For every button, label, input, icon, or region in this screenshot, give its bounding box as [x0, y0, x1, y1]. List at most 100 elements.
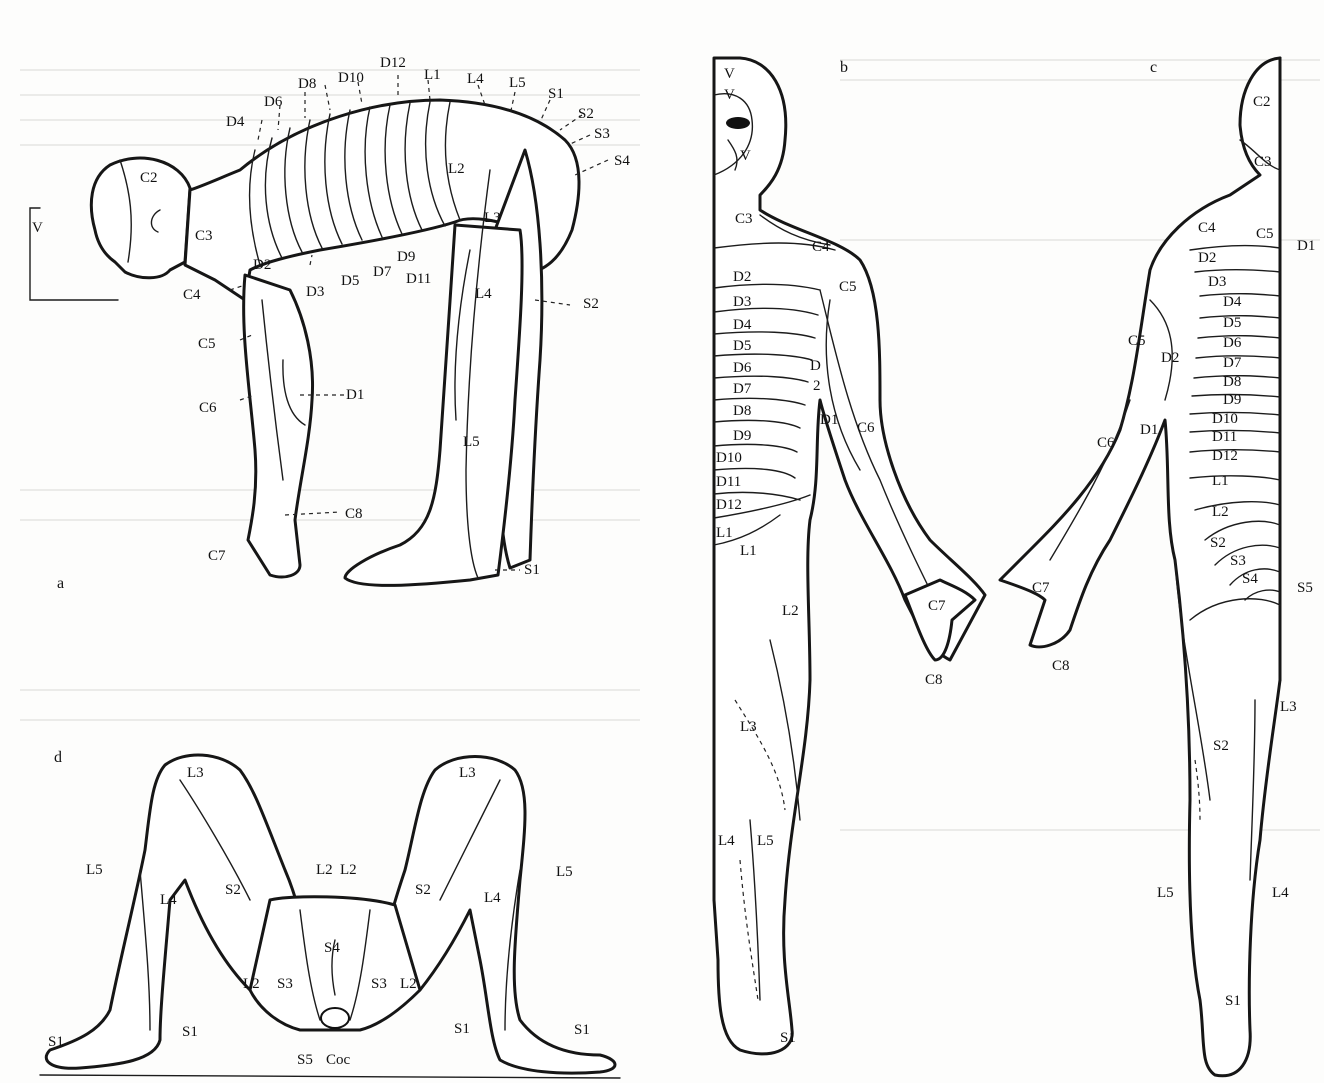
label-c-c4: C4	[1198, 220, 1216, 236]
label-b-c4: C4	[812, 239, 830, 255]
label-c-c2: C2	[1253, 94, 1271, 110]
label-b-l2: L2	[782, 603, 799, 619]
panel-letter-c: c	[1150, 59, 1157, 76]
label-d-l2-left: L2	[316, 862, 333, 878]
label-a-l4-top: L4	[467, 71, 484, 87]
panel-letter-d: d	[54, 749, 62, 766]
label-c-d11: D11	[1212, 429, 1237, 445]
label-a-d3: D3	[306, 284, 324, 300]
label-d-l2-right: L2	[340, 862, 357, 878]
label-a-s4: S4	[614, 153, 630, 169]
label-b-l5: L5	[757, 833, 774, 849]
label-c-l5: L5	[1157, 885, 1174, 901]
label-d-s3-left: S3	[277, 976, 293, 992]
label-a-l1: L1	[424, 67, 441, 83]
label-a-l2: L2	[448, 161, 465, 177]
label-c-l1: L1	[1212, 473, 1229, 489]
label-c-d7: D7	[1223, 355, 1242, 371]
label-c-l2: L2	[1212, 504, 1229, 520]
label-a-c5: C5	[198, 336, 216, 352]
label-a-d7: D7	[373, 264, 392, 280]
label-b-d6: D6	[733, 360, 752, 376]
panel-letter-a: a	[57, 575, 64, 592]
label-c-c3: C3	[1254, 154, 1272, 170]
label-a-c3: C3	[195, 228, 213, 244]
label-b-c3: C3	[735, 211, 753, 227]
label-c-s3: S3	[1230, 553, 1246, 569]
label-c-d8: D8	[1223, 374, 1241, 390]
label-b-c8: C8	[925, 672, 943, 688]
label-d-l2-low-right: L2	[400, 976, 417, 992]
label-b-d-arm: D	[810, 358, 821, 374]
label-d-l3-right: L3	[459, 765, 476, 781]
label-b-l3: L3	[740, 719, 757, 735]
panel-a-bent-figure	[30, 75, 608, 585]
label-d-coc: Coc	[326, 1052, 351, 1068]
label-a-d12: D12	[380, 55, 406, 71]
label-d-l4-right: L4	[484, 890, 501, 906]
label-c-d2: D2	[1198, 250, 1216, 266]
label-c-d1-top: D1	[1297, 238, 1315, 254]
label-c-d2-arm: D2	[1161, 350, 1179, 366]
label-a-c2: C2	[140, 170, 158, 186]
label-c-c6: C6	[1097, 435, 1115, 451]
label-c-c5: C5	[1128, 333, 1146, 349]
label-d-l5-left: L5	[86, 862, 103, 878]
label-a-d2: D2	[253, 257, 271, 273]
label-d-s2-left: S2	[225, 882, 241, 898]
label-d-s4: S4	[324, 940, 340, 956]
label-a-c6: C6	[199, 400, 217, 416]
label-b-d7: D7	[733, 381, 752, 397]
label-d-s5: S5	[297, 1052, 313, 1068]
figure-d-left-leg	[46, 755, 302, 1068]
label-a-c8: C8	[345, 506, 363, 522]
label-d-s3-right: S3	[371, 976, 387, 992]
label-d-s1-right: S1	[454, 1021, 470, 1037]
label-a-l5-top: L5	[509, 75, 526, 91]
label-c-d5: D5	[1223, 315, 1241, 331]
label-d-l2-low-left: L2	[243, 976, 260, 992]
label-b-v3: V	[740, 148, 751, 164]
label-c-d10: D10	[1212, 411, 1238, 427]
label-b-d10: D10	[716, 450, 742, 466]
label-a-d10: D10	[338, 70, 364, 86]
label-d-l5-right: L5	[556, 864, 573, 880]
label-c-s2-leg: S2	[1213, 738, 1229, 754]
label-a-d6: D6	[264, 94, 283, 110]
label-b-s1: S1	[780, 1030, 796, 1046]
label-a-s1-top: S1	[548, 86, 564, 102]
label-a-d1: D1	[346, 387, 364, 403]
label-c-s2: S2	[1210, 535, 1226, 551]
label-a-d5: D5	[341, 273, 359, 289]
label-c-c5-top: C5	[1256, 226, 1274, 242]
label-a-s1-foot: S1	[524, 562, 540, 578]
label-a-d4: D4	[226, 114, 245, 130]
label-a-s2-top: S2	[578, 106, 594, 122]
label-b-l1: L1	[716, 525, 733, 541]
label-b-l4: L4	[718, 833, 735, 849]
label-c-l4: L4	[1272, 885, 1289, 901]
label-b-d12: D12	[716, 497, 742, 513]
figure-a-arm	[244, 275, 313, 577]
label-d-s1-left: S1	[48, 1034, 64, 1050]
label-a-c7: C7	[208, 548, 226, 564]
label-b-c5: C5	[839, 279, 857, 295]
panel-letter-b: b	[840, 59, 848, 76]
figure-a-front-leg	[345, 225, 522, 585]
label-d-l3-left: L3	[187, 765, 204, 781]
label-c-c7: C7	[1032, 580, 1050, 596]
label-d-s1-right-foot: S1	[574, 1022, 590, 1038]
label-d-s2-right: S2	[415, 882, 431, 898]
label-b-d8: D8	[733, 403, 751, 419]
label-b-d5: D5	[733, 338, 751, 354]
label-c-d12: D12	[1212, 448, 1238, 464]
label-a-l3: L3	[484, 210, 501, 226]
label-b-d11: D11	[716, 474, 741, 490]
label-b-d2: D2	[733, 269, 751, 285]
label-a-d9: D9	[397, 249, 415, 265]
label-b-d9: D9	[733, 428, 751, 444]
label-a-v: V	[32, 220, 43, 236]
label-b-2-arm: 2	[813, 378, 821, 394]
